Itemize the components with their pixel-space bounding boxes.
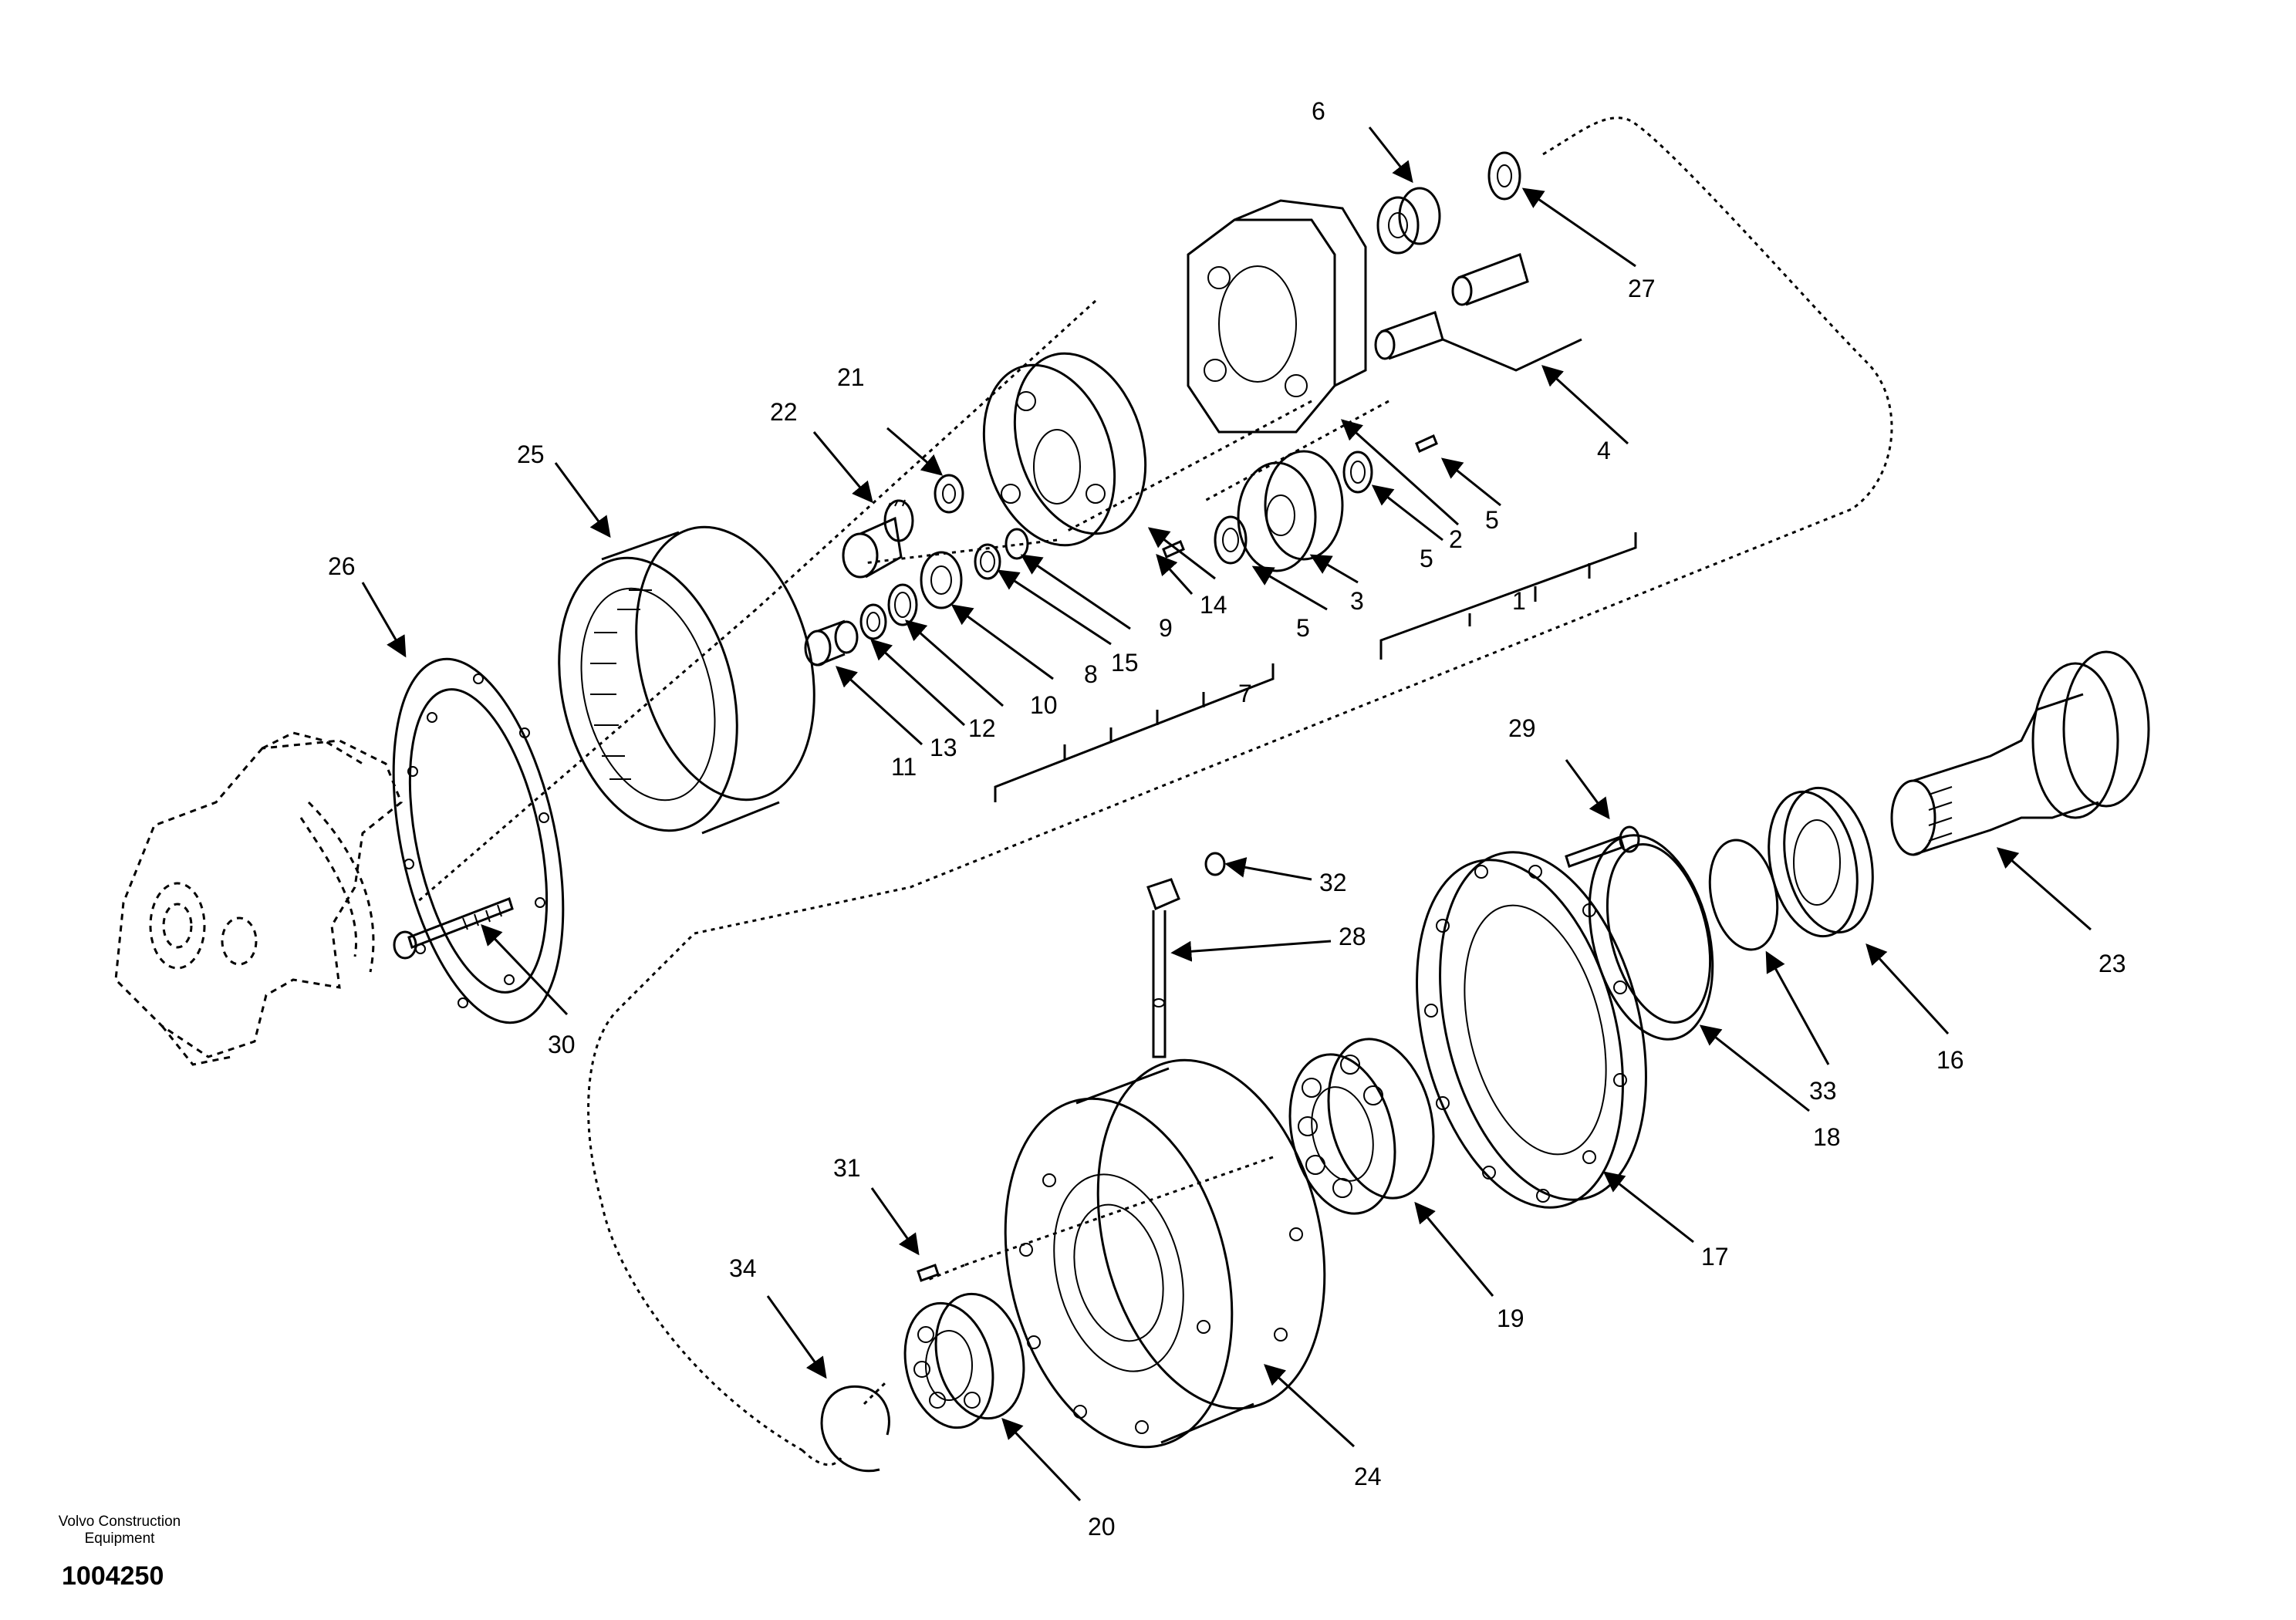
callout-9: 8 [1084, 660, 1098, 688]
callout-16: 15 [1111, 649, 1139, 677]
part-33-plug [1204, 852, 1226, 876]
part-32-pin [917, 1264, 940, 1282]
part-4-pins [1374, 253, 1529, 360]
callout-12: 11 [891, 753, 917, 781]
callout-labels: 6 27 4 5 2 5 1 3 5 14 9 15 8 7 10 12 13 … [328, 97, 2126, 1541]
callout-18: 17 [1701, 1243, 1729, 1271]
part-27-gasket [392, 657, 565, 1024]
callout-8: 7 [1238, 680, 1252, 707]
callout-26: 25 [517, 440, 545, 468]
callout-33: 32 [1319, 869, 1347, 896]
part-24-pinion-shaft [1890, 650, 2150, 856]
callout-23: 22 [770, 398, 798, 426]
callout-13: 12 [968, 714, 996, 742]
callout-30: 29 [1508, 714, 1536, 742]
part-21-bearing [903, 1292, 1025, 1429]
part-1-carrier-assembly [1187, 199, 1367, 434]
brand-line-1: Volvo Construction [58, 1514, 181, 1530]
callout-11: 10 [1030, 691, 1058, 719]
callout-6: 5 [1485, 506, 1499, 534]
callout-1: 1 [1512, 587, 1526, 615]
part-7-planet-gear [1376, 187, 1441, 255]
callout-19: 18 [1813, 1123, 1841, 1151]
callout-15: 14 [1200, 591, 1227, 619]
brand-caption: Volvo Construction Equipment [31, 1514, 208, 1547]
part-34-o-ring [1708, 839, 1779, 951]
group-8-bracket [994, 663, 1275, 802]
part-14-thrust-washer [859, 603, 887, 640]
callout-22: 21 [837, 363, 865, 391]
part-12-pin [804, 619, 859, 667]
callout-28: 27 [1628, 275, 1656, 302]
callout-25: 24 [1354, 1463, 1382, 1490]
part-11-planet-gear [920, 551, 963, 609]
callout-20: 19 [1497, 1304, 1524, 1332]
part-9-washer [974, 543, 1001, 580]
callout-4: 4 [1597, 437, 1611, 464]
callout-29: 28 [1339, 923, 1366, 950]
part-5-washer [1214, 515, 1248, 565]
callout-5b: 5 [1296, 614, 1310, 642]
callout-7: 6 [1312, 97, 1325, 125]
part-25-housing [1004, 1058, 1326, 1449]
motor-housing-outline [114, 731, 403, 1066]
part-16-snap-ring [1004, 528, 1029, 560]
part-30-bolt [1565, 825, 1640, 868]
part-13-needle-bearing [887, 583, 918, 626]
brand-line-2: Equipment [84, 1531, 155, 1547]
callout-24: 23 [2098, 950, 2126, 977]
leader-arrows [361, 127, 2092, 1502]
part-20-roller-bearing [1288, 1038, 1435, 1215]
part-28-washer [1487, 151, 1521, 201]
part-22-washer [934, 474, 964, 514]
part-23-sun-gear [842, 499, 914, 579]
callout-2: 2 [1449, 525, 1463, 553]
part-2-washer [1342, 451, 1373, 494]
part-15-spring-pin [1162, 539, 1185, 559]
part-3-planet-gear [1237, 450, 1344, 572]
callout-21: 20 [1088, 1513, 1116, 1541]
callout-17: 16 [1936, 1046, 1964, 1074]
part-6-spring-pin [1415, 434, 1438, 454]
group-1-bracket [1379, 338, 1637, 660]
callout-10: 9 [1159, 614, 1173, 642]
part-29-fitting [1146, 878, 1180, 1058]
callout-27: 26 [328, 552, 356, 580]
drawing-number: 1004250 [62, 1561, 164, 1591]
part-18-flange-ring [1416, 851, 1647, 1209]
part-10-carrier [982, 352, 1147, 547]
callout-34: 33 [1809, 1077, 1837, 1105]
part-26-ring-gear [558, 525, 815, 835]
callout-31: 30 [548, 1031, 576, 1058]
callout-5a: 5 [1420, 545, 1433, 572]
callout-32: 31 [833, 1154, 861, 1182]
callout-14: 13 [930, 734, 957, 761]
part-31-bolt [393, 897, 514, 960]
callout-3: 3 [1350, 587, 1364, 615]
part-35-circlip [820, 1385, 890, 1473]
callout-35: 34 [729, 1254, 757, 1282]
